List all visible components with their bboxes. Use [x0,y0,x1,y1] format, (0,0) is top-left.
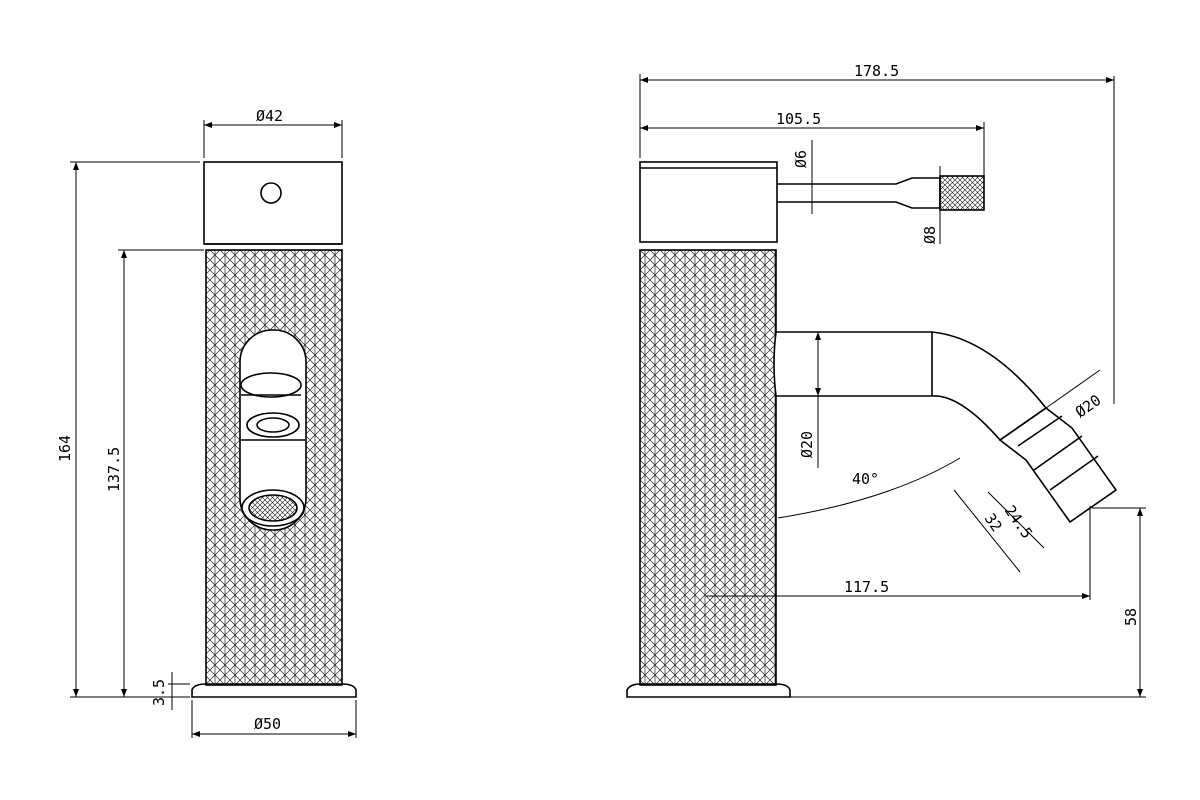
dim-outlet-height: 58 [1122,608,1140,626]
dim-nozzle-length-a: 24.5 [1001,502,1036,542]
dim-spout-diameter: Ø20 [798,431,816,458]
dim-base-thickness: 3.5 [150,679,168,706]
side-body [639,249,777,686]
handle-lever [777,177,941,209]
dim-angle: 40° [852,470,879,488]
spout [773,331,1048,442]
aerator [248,494,298,522]
dim-total-height: 164 [56,435,74,462]
handle-knob [939,175,985,211]
dim-knob-diameter: Ø8 [921,226,939,244]
front-view: Ø42 164 137.5 3.5 Ø50 [56,107,357,738]
side-head [639,161,778,243]
dim-spout-reach: 117.5 [844,578,889,596]
dim-nozzle-diameter: Ø20 [1072,391,1105,421]
spout-cutout [239,329,307,531]
dim-head-diameter: Ø42 [256,107,283,125]
dim-overall-length: 178.5 [854,62,899,80]
side-base [626,683,791,698]
head-hole [260,182,282,204]
dim-body-height: 137.5 [105,447,123,492]
faucet-base [191,683,357,698]
dim-base-diameter: Ø50 [254,715,281,733]
side-view: 178.5 105.5 Ø6 Ø8 Ø20 40° Ø20 24.5 32 11… [626,62,1146,698]
dim-handle-diameter: Ø6 [792,150,810,168]
dim-handle-length: 105.5 [776,110,821,128]
